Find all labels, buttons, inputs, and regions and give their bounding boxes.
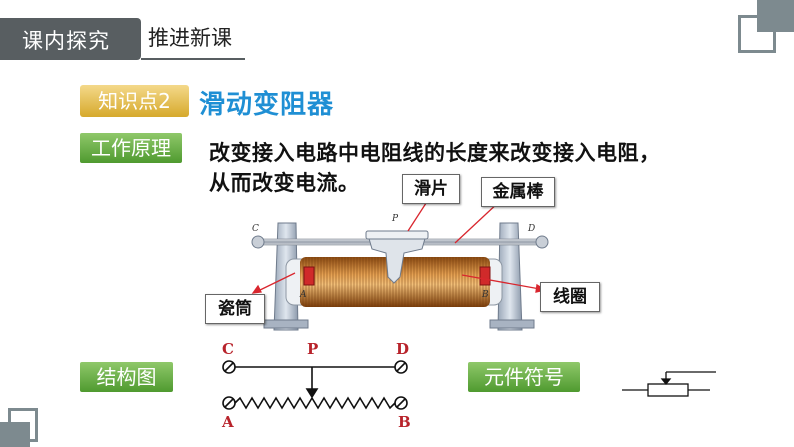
structure-letter-d: D <box>396 340 410 358</box>
rheostat-illustration <box>251 191 549 331</box>
principle-badge: 工作原理 <box>80 133 182 163</box>
photo-letter-b: B <box>482 290 489 300</box>
section-subtitle: 推进新课 <box>148 26 232 50</box>
structure-letter-c: C <box>222 340 234 358</box>
structure-letter-b: B <box>398 413 411 431</box>
coil-label: 线圈 <box>540 282 600 312</box>
square-icon <box>0 422 30 447</box>
photo-letter-a: A <box>300 290 307 300</box>
principle-line-1: 改变接入电路中电阻线的长度来改变接入电阻， <box>209 141 661 165</box>
section-tab-label: 课内探究 <box>22 29 110 53</box>
knowledge-point-title: 滑动变阻器 <box>199 90 335 120</box>
square-outline-icon <box>8 408 38 442</box>
photo-letter-d: D <box>528 224 536 234</box>
structure-badge: 结构图 <box>80 362 173 392</box>
metal-rod-label: 金属棒 <box>481 177 555 207</box>
rheostat-symbol <box>622 371 716 397</box>
symbol-badge: 元件符号 <box>468 362 580 392</box>
knowledge-point-badge: 知识点2 <box>80 85 189 117</box>
header-underline <box>141 58 245 60</box>
section-tab: 课内探究 <box>0 18 141 60</box>
photo-letter-p: P <box>392 214 399 224</box>
structure-diagram <box>222 360 408 410</box>
structure-letter-a: A <box>222 413 234 431</box>
principle-line-2: 从而改变电流。 <box>209 171 360 195</box>
photo-letter-c: C <box>252 224 259 234</box>
porcelain-tube-label: 瓷筒 <box>205 294 265 324</box>
corner-decoration-bottom <box>0 400 50 447</box>
structure-letter-p: P <box>307 340 319 358</box>
corner-decoration-top <box>733 0 794 60</box>
square-outline-icon <box>738 15 776 53</box>
slider <box>367 234 427 284</box>
slider-label: 滑片 <box>402 174 460 204</box>
